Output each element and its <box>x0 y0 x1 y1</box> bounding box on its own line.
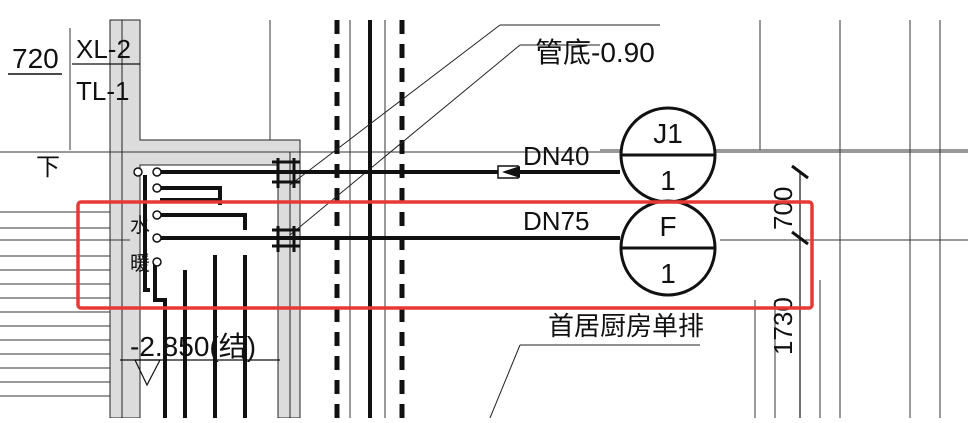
dim-700-label: 700 <box>768 187 798 230</box>
grid-lines <box>0 20 968 418</box>
flow-arrow <box>497 165 520 179</box>
dimension-line <box>791 164 809 418</box>
elevation-marker <box>120 359 280 387</box>
down-mark-label: 下 <box>36 154 60 181</box>
j1-top-label: J1 <box>653 118 683 149</box>
wall-sleeves <box>272 158 300 252</box>
f-bottom-label: 1 <box>660 258 676 289</box>
dim-720-label: 720 <box>12 43 59 74</box>
pipe-bottom-label: 管底-0.90 <box>535 37 655 68</box>
dashed-lines <box>334 20 405 418</box>
water-label: 水 <box>130 214 150 237</box>
dn75-label: DN75 <box>523 206 589 236</box>
riser-xl2-label: XL-2 <box>76 34 131 64</box>
symbol-f1: F 1 <box>619 199 717 297</box>
dn40-label: DN40 <box>523 141 589 171</box>
fitting-circles <box>133 167 162 267</box>
dim-1730-label: 1730 <box>768 297 798 355</box>
riser-tl1-label: TL-1 <box>76 76 129 106</box>
f-top-label: F <box>659 211 676 242</box>
kitchen-drain-label: 首居厨房单排 <box>548 311 704 341</box>
heat-label: 暖 <box>130 252 150 275</box>
symbol-j1: J1 1 <box>619 106 717 204</box>
pipes <box>143 170 620 418</box>
highlight-box <box>76 200 814 310</box>
elevation-label: -2.850(结) <box>130 331 256 362</box>
j1-bottom-label: 1 <box>660 165 676 196</box>
